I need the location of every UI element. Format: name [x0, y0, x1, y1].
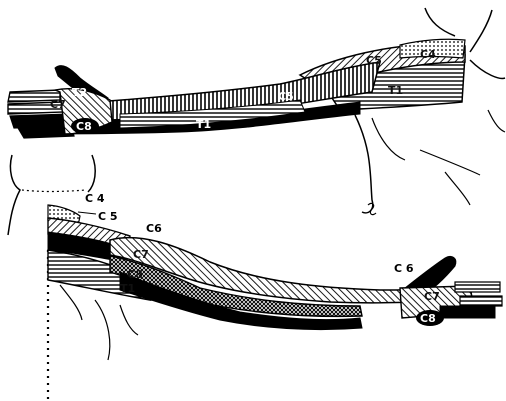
upper-squiggle-mark — [368, 203, 376, 214]
lower-hand-finger-1 — [455, 282, 500, 292]
upper-label-c4: C4 — [420, 48, 436, 61]
upper-label-t2: T2 — [72, 86, 87, 99]
upper-neck-outline — [425, 8, 455, 36]
lower-label-c8-hand: C8 — [420, 312, 436, 325]
upper-chest-contour-2 — [372, 118, 405, 160]
upper-torso-outline — [470, 60, 505, 78]
upper-label-t1-shoulder: T1 — [388, 84, 403, 97]
lower-torso-line — [95, 300, 110, 360]
lower-label-c6-shoulder: C6 — [146, 222, 162, 235]
lower-hand-finger-3 — [440, 306, 495, 318]
lower-dotted-collar — [22, 190, 86, 192]
upper-label-c8: C8 — [76, 120, 92, 133]
upper-neck-outline-right — [470, 10, 492, 52]
upper-arm-figure: C5 C4 T1 C5 C7 C8 T1 T2 — [8, 8, 505, 215]
lower-torso-line-3 — [60, 285, 82, 320]
lower-neck-right — [88, 155, 95, 192]
upper-body-line-2 — [445, 172, 470, 205]
lower-label-c4: C 4 — [85, 192, 105, 205]
lower-label-c5: C 5 — [98, 210, 118, 223]
upper-label-c5-upper: C5 — [278, 90, 294, 103]
lower-arm-figure: C 4 C 5 C6 C7 C8 T1 C 6 C7 C8 — [8, 155, 502, 400]
upper-body-line-3 — [488, 110, 505, 132]
upper-chest-contour — [355, 115, 373, 213]
lower-hand-finger-2 — [460, 296, 502, 306]
lower-label-c5-pointer — [78, 212, 96, 214]
upper-label-c7: C7 — [50, 98, 66, 111]
lower-neck-left — [8, 155, 20, 235]
lower-label-c8-upper: C8 — [127, 268, 143, 281]
lower-label-c7-hand: C7 — [424, 290, 440, 303]
lower-torso-line-2 — [120, 305, 138, 335]
upper-label-c5: C5 — [366, 54, 382, 67]
lower-label-t1: T1 — [120, 282, 135, 295]
upper-body-line — [420, 150, 480, 175]
upper-label-t1-forearm: T1 — [196, 118, 211, 131]
lower-label-c6-hand: C 6 — [394, 262, 414, 275]
lower-label-c7-upper: C7 — [133, 248, 149, 261]
